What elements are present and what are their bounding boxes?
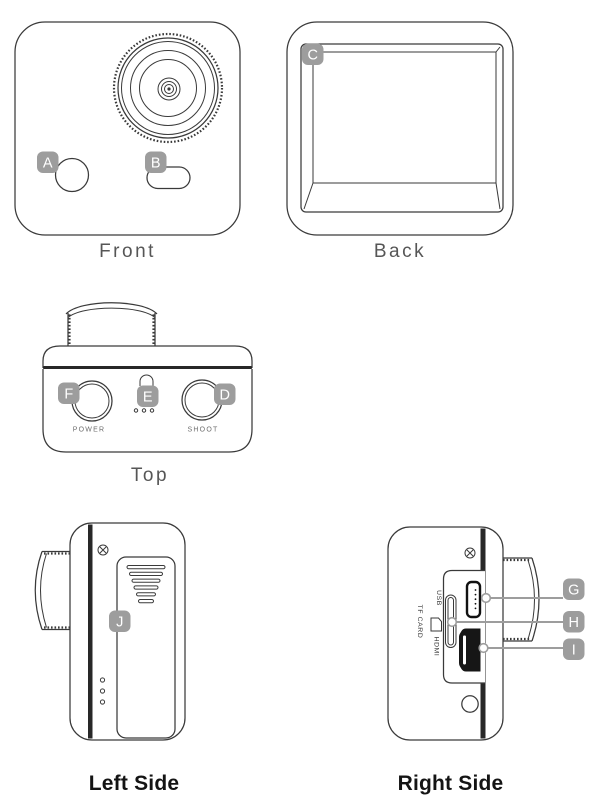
tag-f: F <box>58 382 80 404</box>
top-view: POWER SHOOT F E D Top <box>42 302 253 486</box>
front-indicator-circle <box>54 157 90 193</box>
top-caption: Top <box>131 465 169 486</box>
tag-e-letter: E <box>143 390 153 406</box>
tf-card-label: TF CARD <box>416 605 423 639</box>
screen <box>300 43 504 213</box>
back-caption: Back <box>374 241 426 262</box>
left-lens-barrel <box>34 550 70 631</box>
tag-h: H <box>563 611 585 633</box>
tag-d: D <box>214 383 236 405</box>
right-caption: Right Side <box>398 772 504 795</box>
lens-icon <box>112 32 224 144</box>
left-dark-band <box>88 524 93 739</box>
battery-door <box>116 556 176 739</box>
top-dark-seam <box>43 366 252 370</box>
tag-a-letter: A <box>43 156 53 172</box>
camera-body-back <box>286 21 514 236</box>
hdmi-label: HDMI <box>433 637 440 657</box>
lens-serrated-ring <box>112 32 224 144</box>
front-view: A B Front <box>14 21 241 262</box>
lock-icon <box>139 374 154 386</box>
tag-a: A <box>37 151 59 173</box>
tag-b-letter: B <box>151 156 161 172</box>
tripod-mount-hole <box>461 695 479 713</box>
left-side-view: J Left Side <box>34 522 186 795</box>
tag-b: B <box>145 151 167 173</box>
tag-e: E <box>137 385 159 407</box>
tag-g: G <box>563 578 585 600</box>
tag-c: C <box>302 43 324 65</box>
tag-c-letter: C <box>308 48 318 64</box>
usb-port <box>465 580 482 619</box>
left-caption: Left Side <box>89 772 179 795</box>
usb-label: USB <box>435 590 442 606</box>
speaker-grille-icon <box>126 565 166 604</box>
leader-lines <box>446 592 563 654</box>
tag-h-letter: H <box>569 615 579 631</box>
hdmi-port <box>459 628 481 672</box>
side-vent-holes <box>99 677 106 705</box>
right-side-view: USB TF CARD HDMI G H I Right Side <box>387 526 585 795</box>
mic-holes <box>133 408 155 413</box>
screw-icon-right <box>464 547 476 559</box>
top-band <box>42 345 253 368</box>
tag-f-letter: F <box>64 387 73 403</box>
tag-d-letter: D <box>220 388 230 404</box>
tag-g-letter: G <box>568 583 579 599</box>
top-lens-barrel <box>65 302 158 346</box>
tag-j-letter: J <box>116 615 123 631</box>
screw-icon <box>97 544 109 556</box>
tag-i-letter: I <box>572 643 576 659</box>
power-label: POWER <box>73 427 105 434</box>
tag-j: J <box>109 610 131 632</box>
back-view: C Back <box>286 21 514 262</box>
front-caption: Front <box>99 241 156 262</box>
tf-card-icon <box>430 617 442 632</box>
tag-i: I <box>563 638 585 660</box>
top-face <box>42 369 253 453</box>
shoot-label: SHOOT <box>188 427 219 434</box>
